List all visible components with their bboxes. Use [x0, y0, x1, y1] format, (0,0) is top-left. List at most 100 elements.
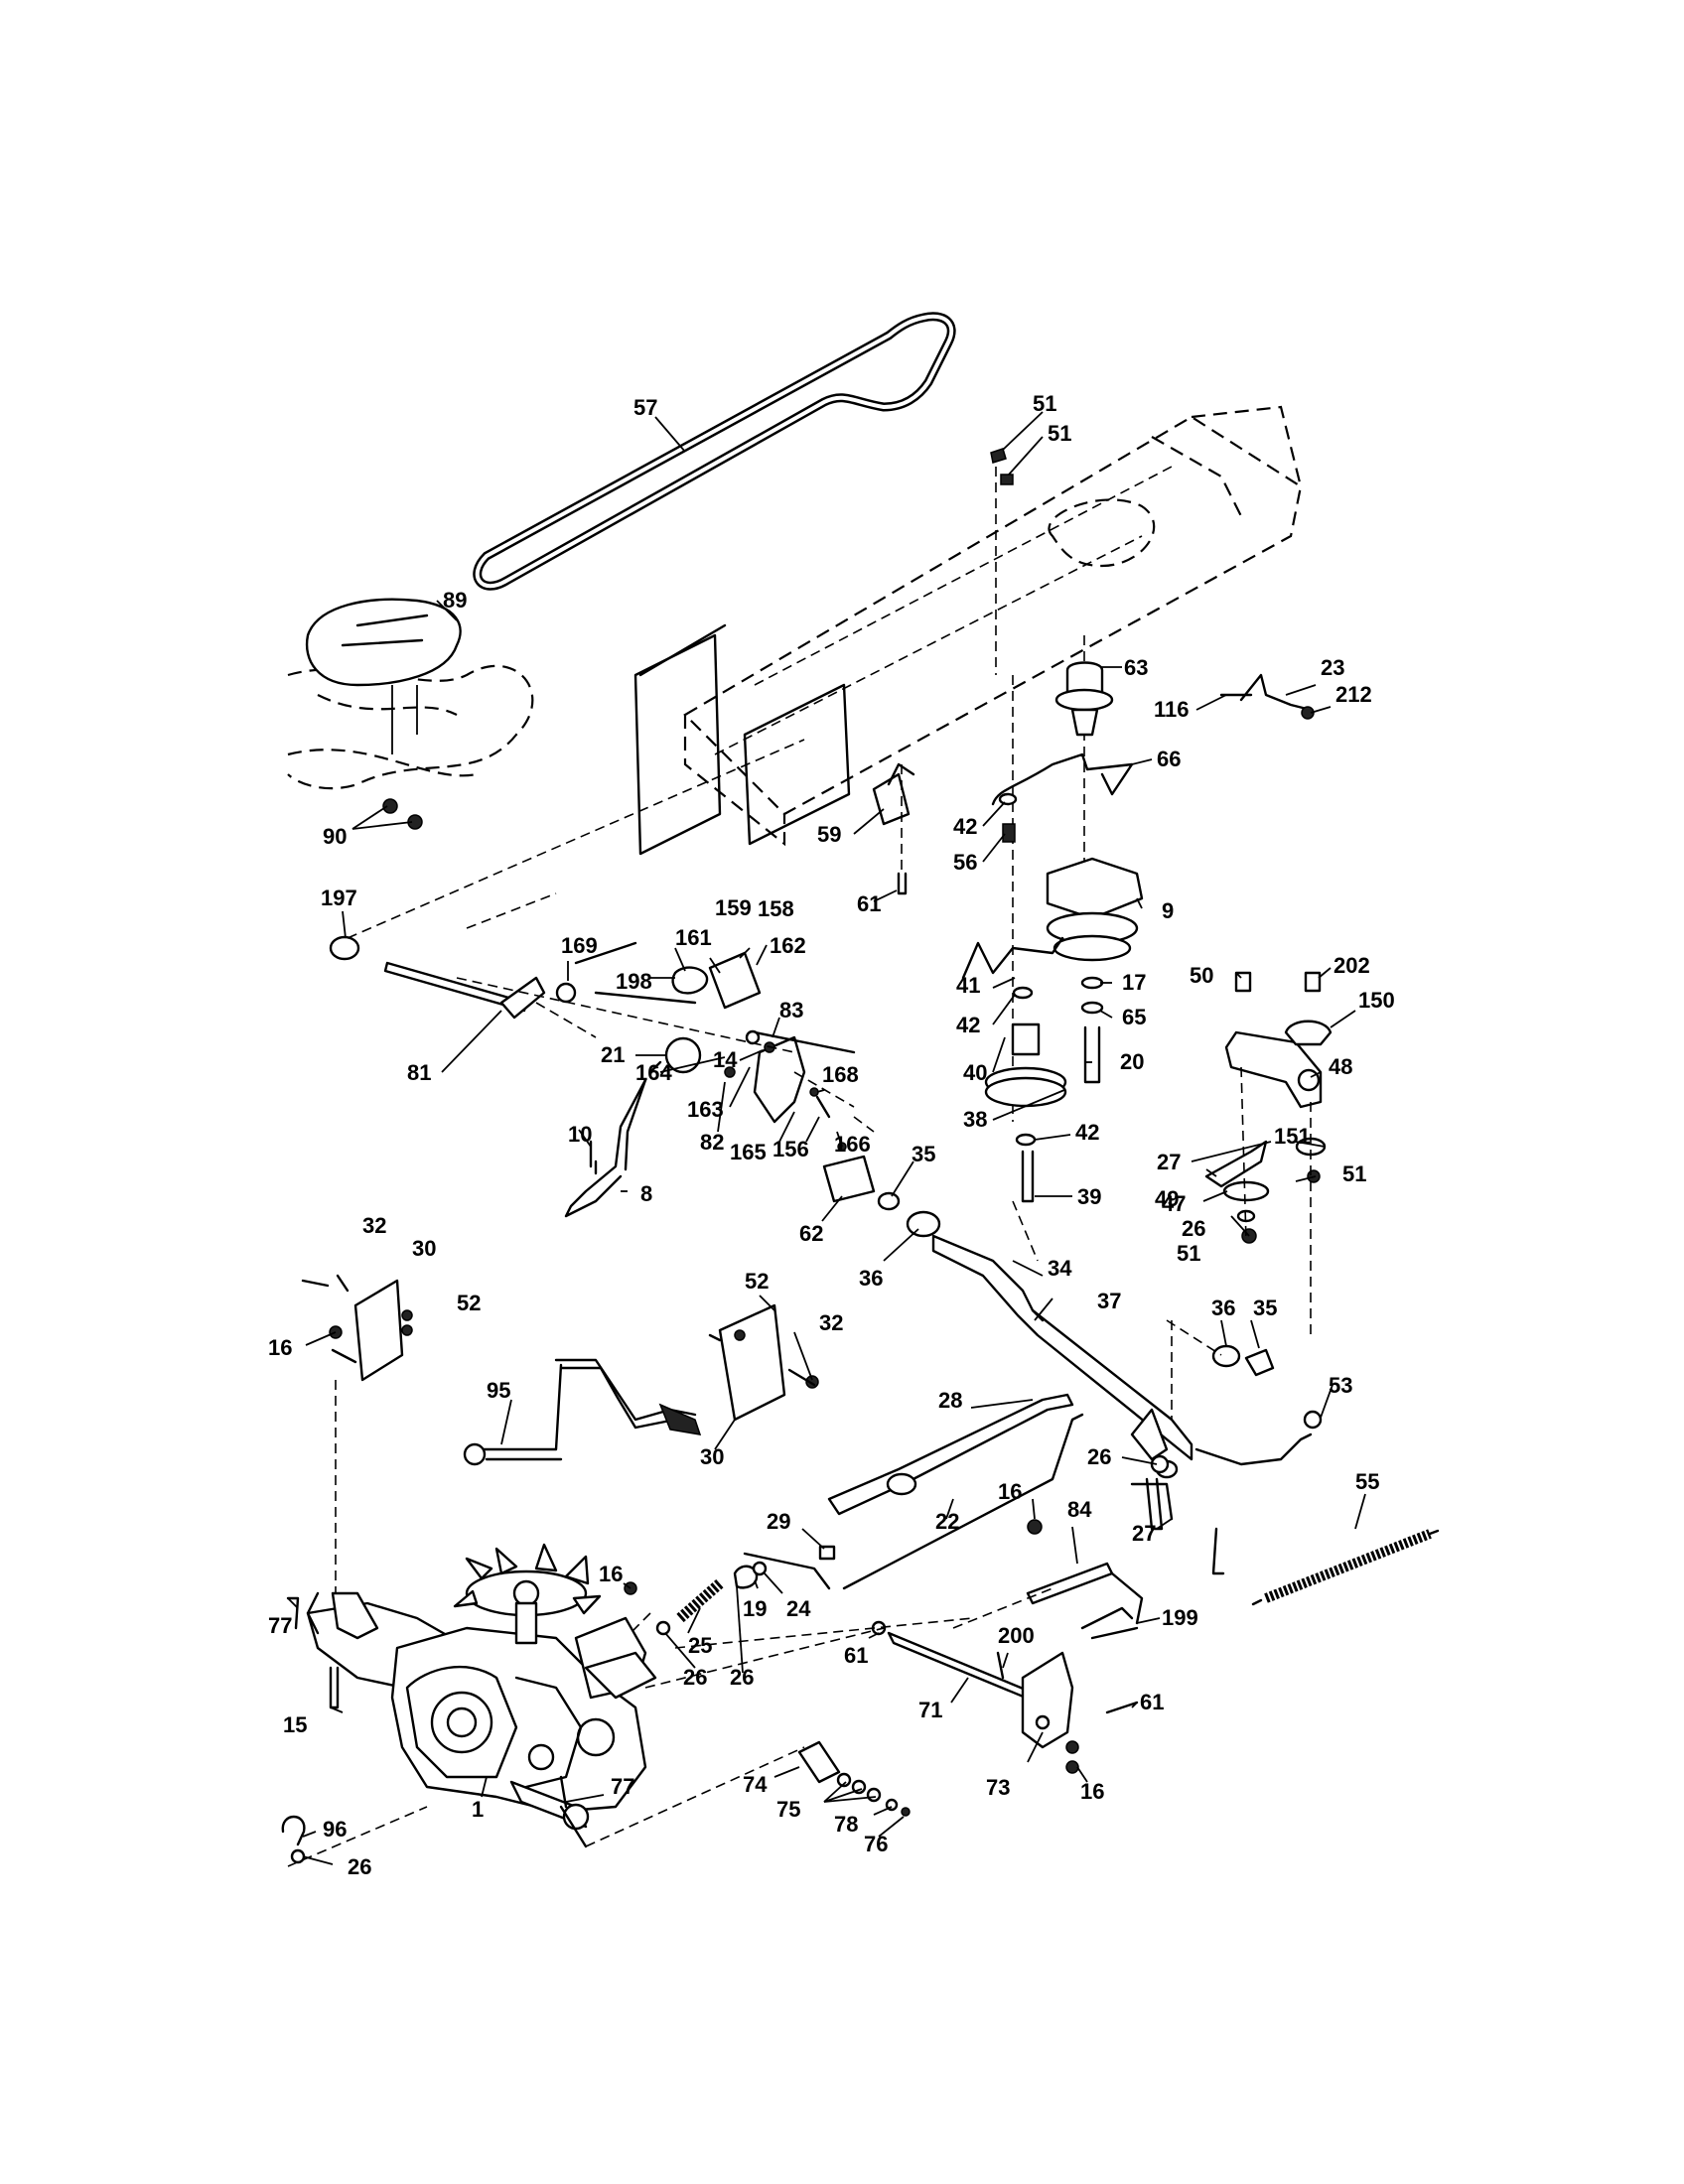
part-71-linkage — [644, 1620, 1139, 1774]
callout-164: 164 — [635, 1060, 672, 1085]
callout-55: 55 — [1355, 1469, 1379, 1494]
callout-199: 199 — [1162, 1605, 1198, 1630]
fender-outline — [287, 664, 534, 790]
callout-26-d: 26 — [730, 1665, 754, 1690]
callout-10: 10 — [568, 1122, 592, 1147]
cooling-fan — [453, 1543, 602, 1645]
part-55-spring — [1251, 1529, 1440, 1606]
part-90-nuts — [382, 798, 423, 830]
callout-65: 65 — [1122, 1005, 1146, 1029]
callout-32-b: 32 — [819, 1310, 843, 1335]
part-41-wire — [961, 936, 1064, 980]
part-95-lever — [463, 1358, 702, 1466]
chassis-frame — [683, 405, 1303, 847]
part-28-22-rods — [743, 1393, 1084, 1590]
callout-56: 56 — [953, 850, 977, 875]
part-81-shaft — [329, 739, 805, 1038]
callout-78: 78 — [834, 1812, 858, 1837]
callout-14: 14 — [713, 1047, 738, 1072]
part-59-clip — [872, 762, 915, 895]
callout-202: 202 — [1333, 953, 1370, 978]
callout-21: 21 — [601, 1042, 625, 1067]
callout-8: 8 — [640, 1181, 652, 1206]
part-1-transaxle — [281, 1543, 657, 1867]
callout-26-a: 26 — [1182, 1216, 1205, 1241]
callout-57: 57 — [633, 395, 657, 420]
callout-40: 40 — [963, 1060, 987, 1085]
callout-28: 28 — [938, 1388, 962, 1413]
callout-162: 162 — [770, 933, 806, 958]
callout-27-b: 27 — [1132, 1521, 1156, 1546]
callout-151: 151 — [1274, 1124, 1311, 1149]
guide-lines — [466, 892, 1222, 1649]
callout-16-d: 16 — [1080, 1779, 1104, 1804]
callout-24: 24 — [786, 1596, 811, 1621]
part-57-belt — [473, 312, 956, 591]
callout-89: 89 — [443, 588, 467, 613]
callout-159: 159 — [715, 895, 752, 920]
part-34-cross-shaft — [822, 1155, 1323, 1521]
callout-19: 19 — [743, 1596, 767, 1621]
callout-30-b: 30 — [700, 1444, 724, 1469]
callout-76: 76 — [864, 1832, 888, 1856]
callout-165: 165 — [730, 1140, 767, 1164]
callout-96: 96 — [323, 1817, 347, 1842]
callout-42-a: 42 — [953, 814, 977, 839]
linkage-cluster — [456, 941, 856, 1152]
callout-53: 53 — [1329, 1373, 1352, 1398]
part-8-lever — [564, 1036, 702, 1218]
callout-9: 9 — [1162, 898, 1174, 923]
callout-51-a: 51 — [1033, 391, 1056, 416]
callout-61-a: 61 — [857, 891, 881, 916]
callout-75: 75 — [776, 1797, 800, 1822]
callout-51-d: 51 — [1177, 1241, 1200, 1266]
callout-labels: 57 51 51 89 63 23 116 212 66 59 42 56 61… — [268, 391, 1395, 1879]
washers-36-35 — [1171, 1320, 1275, 1420]
callout-37: 37 — [1097, 1289, 1121, 1313]
callout-74: 74 — [743, 1772, 768, 1797]
callout-35-b: 35 — [1253, 1296, 1277, 1320]
callout-48: 48 — [1329, 1054, 1352, 1079]
callout-169: 169 — [561, 933, 598, 958]
callout-36-a: 36 — [859, 1266, 883, 1291]
callout-20: 20 — [1120, 1049, 1144, 1074]
callout-38: 38 — [963, 1107, 987, 1132]
callout-52-a: 52 — [457, 1291, 481, 1315]
leader-lines — [287, 411, 1366, 1865]
callout-51-b: 51 — [1048, 421, 1071, 446]
callout-81: 81 — [407, 1060, 431, 1085]
callout-63: 63 — [1124, 655, 1148, 680]
callout-73: 73 — [986, 1775, 1010, 1800]
part-74-hardware — [585, 1740, 911, 1847]
callout-22: 22 — [935, 1509, 959, 1534]
part-84-pivot — [1026, 1519, 1144, 1640]
callout-66: 66 — [1157, 747, 1181, 771]
callout-116: 116 — [1154, 697, 1190, 722]
callout-26-c: 26 — [683, 1665, 707, 1690]
callout-161: 161 — [675, 925, 712, 950]
callout-16-b: 16 — [998, 1479, 1022, 1504]
callout-16-a: 16 — [268, 1335, 292, 1360]
callout-30-a: 30 — [412, 1236, 436, 1261]
callout-39: 39 — [1077, 1184, 1101, 1209]
callout-50: 50 — [1190, 963, 1213, 988]
callout-77-b: 77 — [611, 1774, 634, 1799]
callout-168: 168 — [822, 1062, 859, 1087]
part-66-wire — [991, 752, 1134, 806]
callout-26-e: 26 — [348, 1854, 371, 1879]
callout-41: 41 — [956, 973, 980, 998]
clutch-stack — [984, 448, 1144, 1203]
part-23-bracket — [1219, 673, 1315, 720]
callout-198: 198 — [616, 969, 652, 994]
callout-35-a: 35 — [912, 1142, 935, 1166]
callout-95: 95 — [487, 1378, 510, 1403]
callout-163: 163 — [687, 1097, 724, 1122]
callout-47: 47 — [1162, 1191, 1186, 1216]
callout-166: 166 — [834, 1132, 871, 1157]
callout-212: 212 — [1335, 682, 1372, 707]
callout-27-a: 27 — [1157, 1150, 1181, 1174]
callout-49: 49 — [1155, 1186, 1179, 1211]
callout-62: 62 — [799, 1221, 823, 1246]
callout-158: 158 — [758, 896, 794, 921]
